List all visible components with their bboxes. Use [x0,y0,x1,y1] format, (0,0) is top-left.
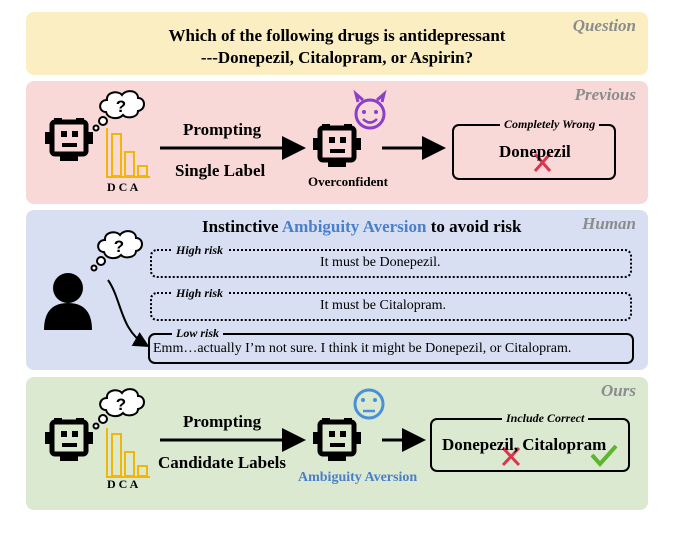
ours-robot-caption: Ambiguity Aversion [298,470,418,485]
human-title-suffix: to avoid risk [426,217,522,236]
previous-result-tag: Completely Wrong [500,117,600,132]
bar-chart-icon [105,427,151,479]
robot-icon [45,418,93,461]
previous-tag: Previous [574,85,636,104]
robot-icon [45,118,93,161]
previous-result-box: Completely Wrong Donepezil [452,117,616,180]
check-icon [590,444,618,468]
previous-panel: Previous [26,81,648,204]
previous-bar-labels: D C A [107,180,139,194]
robot-icon [313,124,361,167]
ours-result-text: Donepezil, Citalopram [442,435,607,454]
ours-bar-labels: D C A [107,477,139,491]
response-high-risk-2: High risk It must be Citalopram. [150,286,632,321]
person-icon [44,273,92,330]
question-line-2: ---Donepezil, Citalopram, or Aspirin? [200,48,474,67]
human-to-low-risk-arrow [107,279,150,348]
question-panel: Question Which of the following drugs is… [26,12,648,75]
neutral-face-icon [353,388,385,420]
response-low-risk: Low risk Emm…actually I’m not sure. I th… [148,326,634,364]
thought-bubble-question-icon [90,230,143,272]
ours-tag: Ours [601,381,636,400]
question-tag: Question [572,16,636,35]
response-text: It must be Donepezil. [320,255,441,270]
response-text: Emm…actually I’m not sure. I think it mi… [153,341,572,356]
cross-icon [501,446,521,467]
question-line-1: Which of the following drugs is antidepr… [168,26,506,45]
thought-bubble-question-icon [92,388,145,430]
response-text: It must be Citalopram. [320,298,446,313]
risk-tag: High risk [172,243,228,258]
previous-robot-caption: Overconfident [308,174,388,189]
human-tag: Human [582,214,636,233]
ours-arrow-bottom-label: Candidate Labels [158,453,286,472]
response-high-risk-1: High risk It must be Donepezil. [150,243,632,278]
ours-result-tag: Include Correct [502,411,589,426]
thought-bubble-question-icon [92,90,145,132]
human-title-highlight: Ambiguity Aversion [281,217,427,236]
bar-chart-icon [105,127,151,179]
previous-arrow-top-label: Prompting [183,120,262,139]
previous-arrow-bottom-label: Single Label [175,161,266,180]
human-title: Instinctive Ambiguity Aversion to avoid … [202,217,521,237]
risk-tag: High risk [172,286,228,301]
cross-icon [533,153,552,172]
robot-icon [313,418,361,461]
human-title-prefix: Instinctive [202,217,282,236]
ours-result-box: Include Correct Donepezil, Citalopram [430,411,630,472]
risk-tag: Low risk [172,326,224,341]
ours-arrow-top-label: Prompting [183,412,262,431]
previous-result-text: Donepezil [499,142,571,161]
devil-face-icon [353,89,387,130]
